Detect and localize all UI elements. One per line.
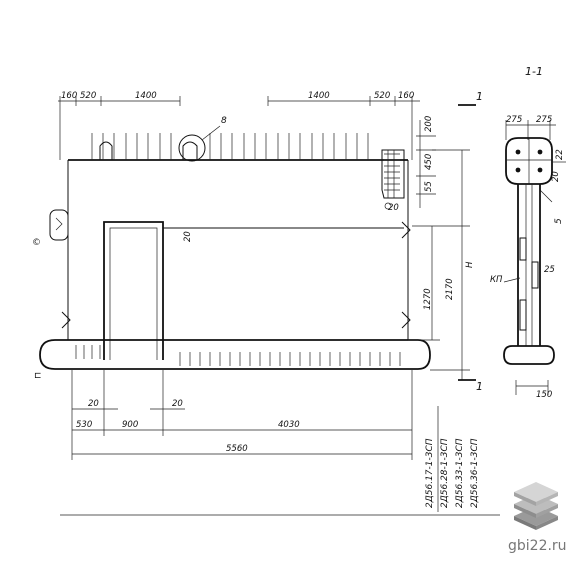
section-dim-25: 25 (544, 265, 555, 275)
section-embed-3 (531, 261, 539, 289)
section-1-1-dims (505, 120, 556, 140)
section-base-dims (515, 380, 549, 395)
site-logo (514, 482, 558, 530)
dim-right-h: Н (465, 261, 475, 268)
dim-right-200: 200 (424, 116, 434, 132)
element-5-label: 5 (554, 218, 564, 224)
right-embed-top (401, 221, 411, 239)
section-title: 1-1 (525, 65, 543, 78)
section-head (505, 137, 553, 185)
right-embed-bottom (401, 311, 411, 329)
dim-right-20b: 20 (183, 231, 193, 242)
left-edge-mark: © (32, 238, 41, 248)
dim-top-1400-right: 1400 (308, 91, 330, 101)
lifting-loop-center (182, 141, 198, 160)
dim-top-520-left: 520 (80, 91, 96, 101)
kp-leader (503, 277, 521, 283)
section-dim-150: 150 (536, 390, 552, 400)
panel-outline (67, 160, 409, 340)
section-dim-22: 22 (555, 149, 565, 160)
dim-right-20a: 20 (388, 203, 399, 213)
section-dim-275-right: 275 (536, 115, 552, 125)
section-rebar-dot-3 (515, 167, 521, 173)
door-opening (103, 221, 164, 360)
dim-bottom-20-right: 20 (172, 399, 183, 409)
dim-right-2170: 2170 (445, 278, 455, 300)
door-opening-inner (109, 227, 158, 360)
mark-1: 2Д56.17-1-3СП (425, 438, 435, 508)
bottom-rebar-ticks (75, 345, 401, 366)
bottom-beam (39, 339, 431, 370)
dim-right-1270: 1270 (423, 288, 433, 310)
dim-bottom-530: 530 (76, 420, 92, 430)
lifting-loop-left (99, 141, 113, 160)
section-rebar-dot-4 (537, 167, 543, 173)
section-head-cross (506, 138, 552, 184)
section-mark-top-label: 1 (476, 90, 483, 103)
dim-top-160-right: 160 (398, 91, 414, 101)
section-embed-2 (519, 299, 527, 331)
dim-top-160-left: 160 (61, 91, 77, 101)
section-stem (517, 184, 541, 346)
section-base (503, 345, 555, 365)
watermark-text: gbi22.ru (508, 538, 567, 554)
section-rebar-dot-1 (515, 149, 521, 155)
section-dim-275-left: 275 (506, 115, 522, 125)
mark-3: 2Д56.33-1-3СП (455, 438, 465, 508)
dim-right-55: 55 (424, 181, 434, 192)
element-8-label: 8 (221, 116, 227, 126)
section-dim-20: 20 (551, 171, 561, 182)
right-dimension-lines (408, 120, 470, 380)
section-label-kp: КП (490, 275, 503, 285)
element-5-leader (539, 189, 553, 203)
dim-right-450: 450 (424, 154, 434, 170)
left-embed (49, 209, 69, 241)
small-embed-right (384, 202, 392, 210)
section-stem-inner (525, 184, 533, 346)
logo-stack-icon (514, 482, 558, 530)
corner-hatch-detail (381, 149, 405, 199)
dim-bottom-5560: 5560 (226, 444, 248, 454)
left-embed-mark (55, 217, 63, 231)
section-mark-bottom-label: 1 (476, 380, 483, 393)
bottom-dimension-lines (71, 370, 413, 460)
left-embed-bottom (61, 311, 71, 329)
top-dimension-line (58, 96, 420, 160)
section-embed-1 (519, 237, 527, 261)
top-rebar-ticks (91, 133, 369, 160)
dim-top-520-right: 520 (374, 91, 390, 101)
dim-bottom-4030: 4030 (278, 420, 300, 430)
dim-bottom-20-left: 20 (88, 399, 99, 409)
section-rebar-dot-2 (537, 149, 543, 155)
left-bottom-mark: ⊏ (34, 371, 42, 381)
mark-4: 2Д56.36-1-3СП (470, 438, 480, 508)
dim-bottom-900: 900 (122, 420, 138, 430)
element-8-callout-circle (178, 134, 206, 162)
element-8-leader (201, 125, 221, 141)
mark-2: 2Д56.28-1-3СП (440, 438, 450, 508)
dim-top-1400-left: 1400 (135, 91, 157, 101)
